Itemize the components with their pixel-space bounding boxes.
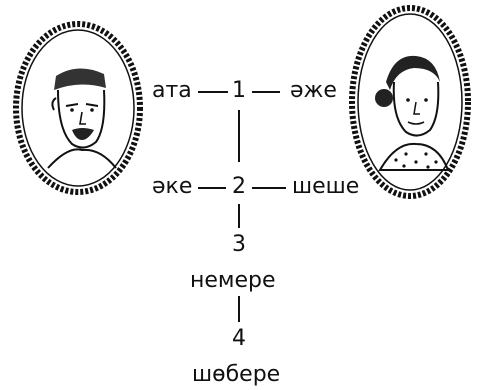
connector-line — [252, 187, 286, 189]
grandmother-portrait — [349, 5, 471, 199]
grandfather-label: ата — [152, 78, 192, 103]
grandmother-label: әже — [290, 78, 337, 103]
connector-line — [252, 91, 280, 93]
connector-line — [238, 110, 240, 162]
father-label: әке — [152, 174, 193, 199]
generation-number: 2 — [232, 174, 246, 199]
grandfather-portrait — [13, 21, 143, 195]
generation-number: 4 — [232, 326, 246, 351]
connector-line — [238, 204, 240, 228]
generation-number: 1 — [232, 78, 246, 103]
grandchild-label: немере — [190, 268, 276, 293]
mother-label: шеше — [292, 174, 360, 199]
generation-number: 3 — [232, 232, 246, 257]
great-grandchild-label: шөбере — [192, 362, 281, 387]
connector-line — [238, 296, 240, 322]
connector-line — [198, 91, 228, 93]
connector-line — [198, 187, 226, 189]
